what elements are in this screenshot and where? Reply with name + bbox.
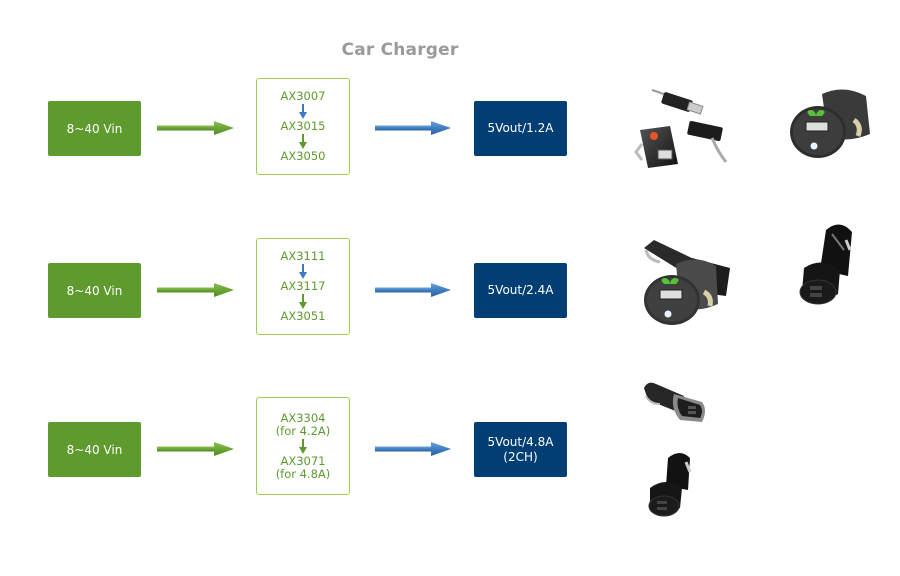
output-channels: (2CH) (503, 449, 538, 464)
output-spec-box: 5Vout/1.2A (474, 101, 567, 156)
page-title: Car Charger (341, 40, 459, 60)
input-voltage-box: 8~40 Vin (48, 263, 141, 318)
blue-arrow-icon (375, 121, 451, 135)
car-charger-black-dual-usb-image (799, 224, 852, 305)
car-charger-green-leaf-image (790, 89, 870, 158)
chip-name: AX3111 (280, 249, 326, 263)
green-down-arrow-icon (299, 294, 307, 309)
car-charger-swivel-image (644, 240, 730, 325)
input-voltage-box: 8~40 Vin (48, 101, 141, 156)
chip-chain-box: AX3007 AX3015 AX3050 (256, 78, 350, 175)
chip-name: AX3050 (280, 149, 326, 163)
blue-arrow-icon (375, 283, 451, 297)
green-arrow-icon (157, 442, 234, 456)
chip-name: AX3071 (280, 453, 326, 468)
green-down-arrow-icon (299, 438, 307, 454)
chip-name: AX3117 (280, 279, 326, 293)
chip-name: AX3051 (280, 309, 326, 323)
output-spec: 5Vout/4.8A (487, 434, 554, 449)
input-voltage-box: 8~40 Vin (48, 422, 141, 477)
blue-down-arrow-icon (299, 264, 307, 279)
chip-name: AX3015 (280, 119, 326, 133)
chip-chain-box: AX3304 (for 4.2A) AX3071 (for 4.8A) (256, 397, 350, 495)
green-down-arrow-icon (299, 134, 307, 149)
output-spec: 5Vout/2.4A (487, 283, 554, 297)
car-charger-with-cables-image (634, 89, 728, 168)
car-charger-black-round-image (648, 453, 692, 517)
output-spec-box: 5Vout/4.8A (2CH) (474, 422, 567, 477)
output-spec-box: 5Vout/2.4A (474, 263, 567, 318)
chip-name: AX3007 (280, 89, 326, 103)
chip-note: (for 4.2A) (275, 423, 331, 438)
car-charger-silver-trim-image (644, 382, 705, 422)
chip-note: (for 4.8A) (275, 466, 331, 481)
green-arrow-icon (157, 283, 234, 297)
blue-down-arrow-icon (299, 104, 307, 119)
blue-arrow-icon (375, 442, 451, 456)
chip-chain-box: AX3111 AX3117 AX3051 (256, 238, 350, 335)
output-spec: 5Vout/1.2A (487, 121, 554, 135)
chip-name: AX3304 (280, 410, 326, 425)
green-arrow-icon (157, 121, 234, 135)
